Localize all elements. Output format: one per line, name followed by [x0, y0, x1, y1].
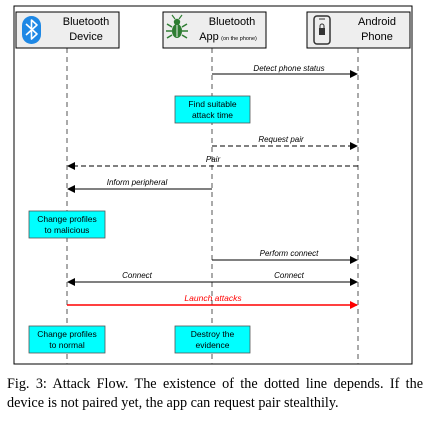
- destroy-line1: Destroy the: [191, 329, 235, 339]
- launch-label: Launch attacks: [184, 293, 242, 303]
- bluetooth-icon: [22, 16, 41, 44]
- participant-phone-line1: Android: [358, 16, 396, 28]
- detect-label: Detect phone status: [253, 64, 324, 73]
- change-normal-box: Change profiles to normal: [28, 325, 106, 354]
- participant-phone: Android Phone: [306, 11, 411, 49]
- phone-icon: [313, 15, 331, 45]
- destroy-evidence-box: Destroy the evidence: [174, 325, 251, 354]
- participant-device-line1: Bluetooth: [63, 16, 109, 28]
- pair-label: Pair: [206, 155, 221, 164]
- inform-label: Inform peripheral: [107, 178, 168, 187]
- participant-app: Bluetooth App (on the phone): [162, 11, 267, 49]
- change-malicious-line2: to malicious: [45, 225, 90, 235]
- participant-app-line1: Bluetooth: [209, 16, 255, 28]
- diagram-frame: [13, 5, 413, 365]
- change-malicious-line1: Change profiles: [37, 214, 97, 224]
- figure-caption: Fig. 3: Attack Flow. The existence of th…: [7, 375, 423, 413]
- change-normal-line1: Change profiles: [37, 329, 97, 339]
- change-malicious-box: Change profiles to malicious: [28, 210, 106, 239]
- participant-app-sub: (on the phone): [221, 36, 257, 42]
- find-time-box: Find suitable attack time: [174, 95, 251, 124]
- find-time-line1: Find suitable: [188, 99, 236, 109]
- destroy-line2: evidence: [195, 340, 229, 350]
- change-normal-line2: to normal: [49, 340, 85, 350]
- bug-icon: [166, 14, 188, 39]
- participant-device: Bluetooth Device: [15, 11, 120, 49]
- participant-device-line2: Device: [69, 31, 103, 43]
- connect-right-label: Connect: [274, 271, 305, 280]
- perform-connect-label: Perform connect: [260, 249, 319, 258]
- participant-app-line2: App: [199, 31, 219, 43]
- attack-flow-diagram: Bluetooth Device Bluetooth App (on the p…: [13, 5, 413, 365]
- find-time-line2: attack time: [192, 110, 233, 120]
- caption-text: Attack Flow. The existence of the dotted…: [7, 376, 424, 411]
- request-pair-label: Request pair: [258, 135, 304, 144]
- connect-left-label: Connect: [122, 271, 153, 280]
- participant-phone-line2: Phone: [361, 31, 393, 43]
- caption-label: Fig. 3:: [7, 376, 47, 392]
